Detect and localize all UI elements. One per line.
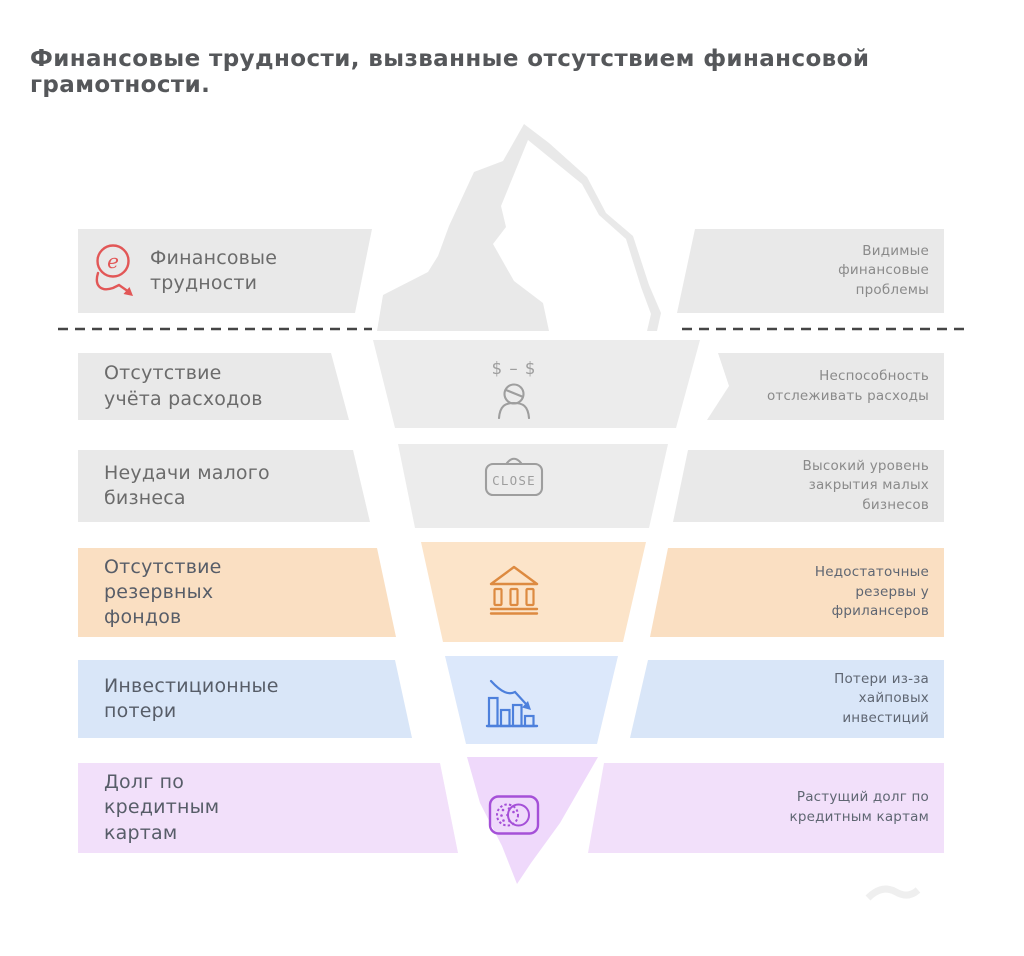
right-label: Видимые финансовые проблемы [838,242,929,298]
left-label-block: Финансовые трудности [78,229,372,313]
right-label: Недостаточные резервы у фрилансеров [814,564,929,620]
right-label-block: Высокий уровень закрытия малых бизнесов [673,450,944,522]
declining-chart-icon [485,679,539,728]
iceberg-band-gray-2 [398,444,668,528]
page-title: Финансовые трудности, вызванные отсутств… [30,46,870,98]
right-label: Высокий уровень закрытия малых бизнесов [802,457,929,513]
left-label-block: Долг по кредитным картам [78,763,458,853]
bank-icon [489,565,539,615]
left-label: Долг по кредитным картам [104,771,220,844]
left-label: Неудачи малого бизнеса [104,461,270,509]
money-confusion-text: $ – $ [492,359,537,378]
right-label: Потери из-за хайповых инвестиций [834,670,929,726]
left-label-block: Отсутствие резервных фондов [78,548,396,637]
right-label: Растущий долг по кредитным картам [789,789,929,825]
left-label: Финансовые трудности [150,246,278,294]
left-label-block: Инвестиционные потери [78,660,412,738]
close-sign-text: CLOSE [492,473,536,488]
left-label: Отсутствие резервных фондов [104,555,222,629]
left-label: Инвестиционные потери [104,674,279,722]
right-label-block: Неспособность отслеживать расходы [707,353,944,420]
right-label-block: Видимые финансовые проблемы [677,229,944,313]
close-sign-icon: CLOSE [484,457,544,497]
right-label-block: Недостаточные резервы у фрилансеров [650,548,944,637]
iceberg-band-purple [467,757,598,884]
iceberg-band-gray-1 [373,340,700,428]
left-label: Отсутствие учёта расходов [104,362,263,410]
right-label-block: Растущий долг по кредитным картам [588,763,944,853]
ruble-decline-icon: е [95,244,133,296]
iceberg-tip-facet [493,140,651,331]
right-label: Неспособность отслеживать расходы [766,367,929,404]
currency-glyph: е [107,249,119,273]
watermark [865,885,921,901]
right-label-block: Потери из-за хайповых инвестиций [630,660,944,738]
credit-card-icon [488,795,540,835]
confused-person-money-icon: $ – $ [492,359,537,419]
left-label-block: Отсутствие учёта расходов [78,353,349,420]
left-label-block: Неудачи малого бизнеса [78,450,370,522]
